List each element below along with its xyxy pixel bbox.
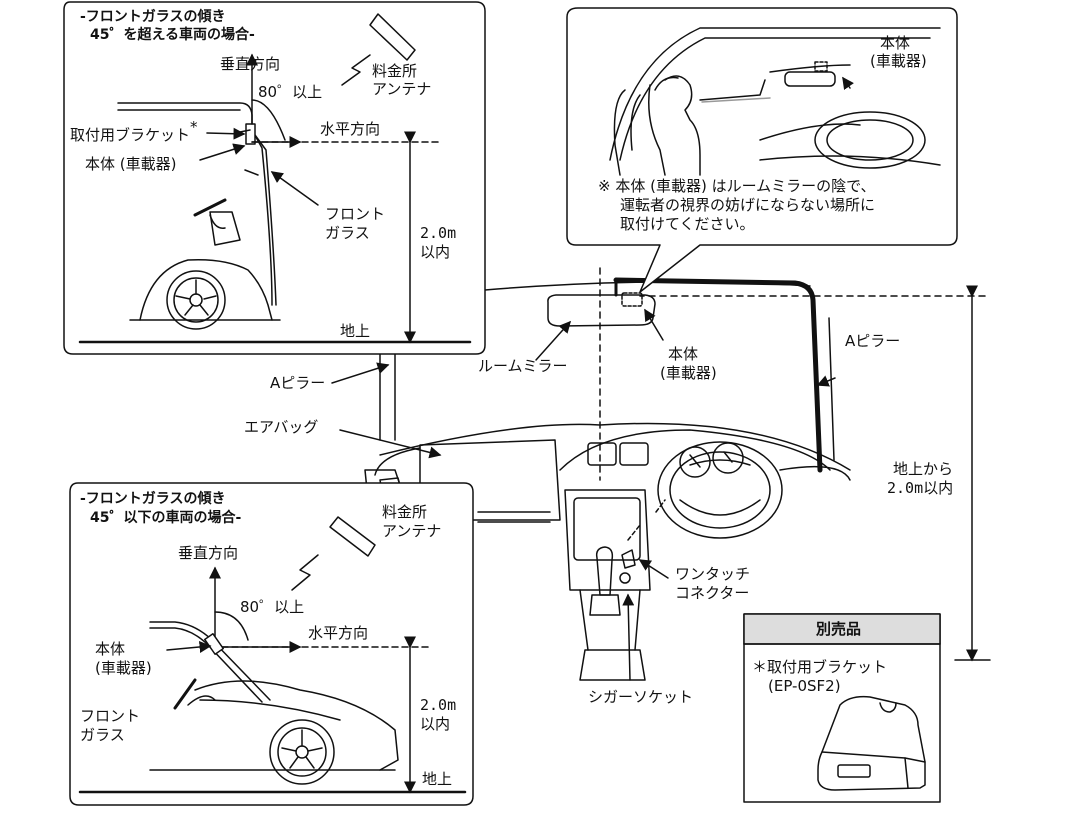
- lower-height-label-1: 2.0m: [420, 696, 457, 714]
- upper-height-label-1: 2.0m: [420, 224, 457, 242]
- callout-unit-label-2: (車載器): [870, 52, 927, 70]
- a-pillar-right-label: Aピラー: [845, 332, 901, 350]
- callout-unit-label-1: 本体: [880, 34, 911, 52]
- rearview-mirror-shape: [547, 278, 656, 327]
- airbag-label: エアバッグ: [244, 418, 319, 436]
- upper-panel-title-2: 45゜を超える車両の場合-: [90, 27, 255, 43]
- connector-label-2: コネクター: [675, 584, 750, 602]
- upper-ground-label: 地上: [340, 322, 371, 340]
- rearview-mirror-label: ルームミラー: [478, 357, 568, 375]
- connector-label-1: ワンタッチ: [675, 565, 751, 583]
- cigar-socket-label: シガーソケット: [588, 688, 694, 706]
- main-unit-label-2: (車載器): [660, 364, 717, 382]
- sold-separately-frame: [743, 613, 941, 803]
- main-leaders: [331, 308, 836, 681]
- lower-panel-title-1: -フロントガラスの傾き: [80, 491, 226, 507]
- bracket-item-code: (EP-0SF2): [768, 677, 841, 695]
- callout-note-line-3: 取付けてください。: [620, 215, 755, 233]
- lower-glass-label-2: ガラス: [80, 726, 125, 744]
- height-label-2: 2.0m以内: [887, 479, 954, 497]
- lower-height-label-2: 以内: [420, 715, 451, 733]
- interior-callout-art: [609, 27, 941, 176]
- lower-panel-art: [78, 516, 467, 794]
- lower-angle-label: 80゜以上: [240, 598, 305, 616]
- upper-panel-title-1: -フロントガラスの傾き: [80, 9, 226, 25]
- upper-glass-label-1: フロント: [325, 205, 386, 223]
- main-unit-label-1: 本体: [668, 345, 699, 363]
- lower-panel-title-2: 45゜以下の車両の場合-: [90, 510, 242, 526]
- lower-unit-label-2: (車載器): [95, 659, 152, 677]
- bracket-illustration: [817, 695, 926, 791]
- upper-bracket-asterisk: *: [190, 118, 198, 136]
- sold-separately-header: 別売品: [816, 620, 862, 638]
- upper-panel-art: [78, 13, 472, 344]
- bracket-item-label: ＊取付用ブラケット: [752, 658, 888, 676]
- upper-glass-label-2: ガラス: [325, 224, 370, 242]
- lower-antenna-label-1: 料金所: [382, 503, 428, 521]
- height-label-1: 地上から: [893, 460, 954, 478]
- upper-antenna-label-1: 料金所: [372, 62, 418, 80]
- lower-glass-label-1: フロント: [80, 707, 141, 725]
- lower-unit-label-1: 本体: [95, 640, 126, 658]
- upper-unit-label: 本体 (車載器): [85, 155, 177, 173]
- upper-antenna-label-2: アンテナ: [372, 80, 432, 98]
- upper-bracket-label: 取付用ブラケット: [70, 126, 191, 144]
- lower-vertical-label: 垂直方向: [178, 544, 239, 562]
- callout-note-line-1: ※ 本体 (車載器) はルームミラーの陰で、: [598, 177, 876, 195]
- lower-antenna-label-2: アンテナ: [382, 522, 442, 540]
- upper-horizontal-label: 水平方向: [320, 120, 381, 138]
- a-pillar-left-label: Aピラー: [270, 374, 326, 392]
- upper-height-label-2: 以内: [420, 243, 451, 261]
- height-dimension-right: [954, 285, 991, 662]
- upper-angle-label: 80゜以上: [258, 83, 323, 101]
- lower-horizontal-label: 水平方向: [308, 624, 369, 642]
- lower-panel-frame: [69, 482, 474, 806]
- lower-ground-label: 地上: [422, 770, 453, 788]
- callout-note-line-2: 運転者の視界の妨げにならない場所に: [620, 196, 876, 214]
- upper-vertical-label: 垂直方向: [220, 55, 281, 73]
